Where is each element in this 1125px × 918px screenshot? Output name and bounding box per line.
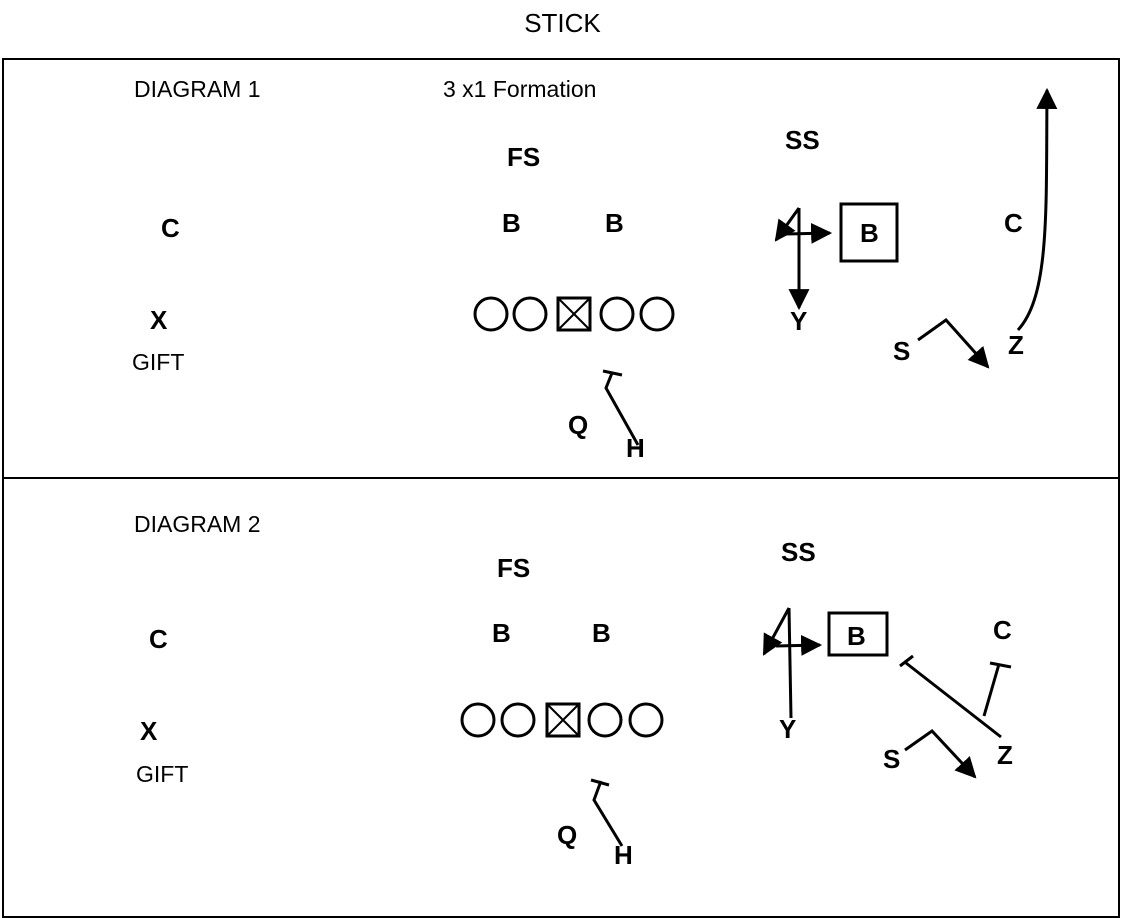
lineman-2	[500, 702, 536, 738]
lineman-2	[512, 296, 548, 332]
corner-right: C	[993, 615, 1012, 645]
receiver-s: S	[893, 336, 911, 366]
s-route	[917, 317, 990, 369]
z-route-block	[899, 654, 914, 668]
halfback: H	[626, 433, 645, 463]
lineman-4	[628, 702, 664, 738]
y-route-stem	[787, 607, 793, 719]
z-route-go	[1016, 87, 1058, 332]
lineman-3	[599, 296, 635, 332]
free-safety: FS	[497, 553, 531, 583]
formation-label: 3 x1 Formation	[443, 76, 597, 102]
corner-left: C	[149, 624, 168, 654]
quarterback: Q	[557, 820, 578, 850]
boxed-backer	[827, 611, 889, 657]
receiver-z: Z	[997, 740, 1013, 770]
diagram-1-routes	[473, 87, 1058, 446]
y-route-arrow	[785, 222, 833, 244]
page-title: STICK	[524, 8, 601, 38]
corner-right: C	[1004, 208, 1023, 238]
panel-divider	[2, 477, 1120, 479]
center-square	[545, 702, 581, 738]
strong-safety: SS	[785, 125, 820, 155]
strong-safety: SS	[781, 537, 816, 567]
quarterback: Q	[568, 410, 589, 440]
gift-label: GIFT	[136, 761, 189, 787]
y-route-stick	[762, 607, 791, 656]
center-x-line-2	[557, 297, 591, 331]
s-route	[904, 729, 977, 779]
center-square	[556, 296, 592, 332]
c-route-block	[989, 661, 1012, 669]
z-route-line	[905, 661, 1002, 739]
center-x-line-2	[546, 703, 580, 737]
h-route-block	[602, 369, 623, 377]
lineman-1	[473, 296, 509, 332]
boxed-backer	[839, 202, 899, 263]
halfback: H	[614, 840, 633, 870]
free-safety: FS	[507, 142, 541, 172]
backer-mid: B	[605, 208, 624, 238]
receiver-y: Y	[779, 714, 797, 744]
corner-left: C	[161, 213, 180, 243]
receiver-x: X	[140, 716, 158, 746]
h-route-block	[590, 778, 610, 787]
diagram-label: DIAGRAM 1	[134, 76, 261, 102]
c-route-line	[982, 663, 1001, 717]
lineman-4	[639, 296, 675, 332]
diagram-2-routes	[460, 607, 1012, 847]
gift-label: GIFT	[132, 349, 185, 375]
backer-left: B	[492, 618, 511, 648]
lineman-1	[460, 702, 496, 738]
backer-left: B	[502, 208, 521, 238]
y-route-stick	[774, 207, 801, 242]
diagram-label: DIAGRAM 2	[134, 511, 261, 537]
h-route	[592, 780, 624, 847]
lineman-3	[587, 702, 623, 738]
backer-mid: B	[592, 618, 611, 648]
diagram-1-panel: DIAGRAM 1 3 x1 Formation FS SS C B B B C…	[0, 60, 1125, 480]
y-route-arrow	[775, 634, 823, 656]
receiver-x: X	[150, 305, 168, 335]
receiver-z: Z	[1008, 330, 1024, 360]
receiver-y: Y	[790, 306, 808, 336]
h-route	[604, 372, 640, 446]
receiver-s: S	[883, 744, 901, 774]
backer-box-label: B	[847, 621, 866, 651]
diagram-2-panel: DIAGRAM 2 FS SS C B B B C X GIFT Y S Z Q…	[0, 480, 1125, 900]
backer-box-label: B	[860, 218, 879, 248]
